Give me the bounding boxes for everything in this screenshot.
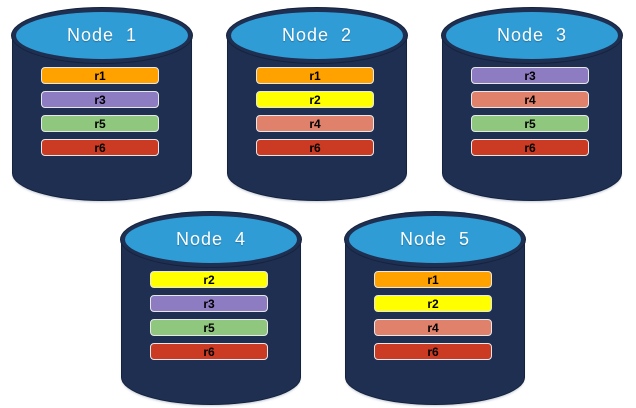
node-2: Node 2 r1 r2 r4 r6 [227, 8, 407, 200]
replica-bar-r6: r6 [374, 343, 492, 360]
cylinder-top: Node 5 [345, 212, 525, 267]
cylinder-top: Node 2 [227, 8, 407, 63]
replica-list: r1 r2 r4 r6 [256, 67, 374, 156]
replica-bar-r5: r5 [471, 115, 589, 132]
cylinder-top: Node 3 [442, 8, 622, 63]
node-1: Node 1 r1 r3 r5 r6 [12, 8, 192, 200]
replica-bar-r3: r3 [471, 67, 589, 84]
replica-list: r3 r4 r5 r6 [471, 67, 589, 156]
replica-list: r1 r2 r4 r6 [374, 271, 492, 360]
node-4: Node 4 r2 r3 r5 r6 [121, 212, 301, 404]
node-label: Node 4 [175, 229, 247, 249]
node-label: Node 5 [399, 229, 471, 249]
replica-bar-r5: r5 [41, 115, 159, 132]
node-3: Node 3 r3 r4 r5 r6 [442, 8, 622, 200]
replica-bar-r6: r6 [150, 343, 268, 360]
replica-bar-r2: r2 [374, 295, 492, 312]
replica-bar-r1: r1 [374, 271, 492, 288]
replica-bar-r1: r1 [41, 67, 159, 84]
replica-list: r1 r3 r5 r6 [41, 67, 159, 156]
node-label: Node 2 [281, 25, 353, 45]
replica-bar-r4: r4 [471, 91, 589, 108]
replica-list: r2 r3 r5 r6 [150, 271, 268, 360]
replica-bar-r1: r1 [256, 67, 374, 84]
replica-bar-r2: r2 [256, 91, 374, 108]
replica-bar-r2: r2 [150, 271, 268, 288]
replica-bar-r3: r3 [41, 91, 159, 108]
replica-bar-r6: r6 [41, 139, 159, 156]
replica-bar-r4: r4 [256, 115, 374, 132]
replica-bar-r3: r3 [150, 295, 268, 312]
replica-bar-r6: r6 [471, 139, 589, 156]
node-label: Node 3 [496, 25, 568, 45]
node-5: Node 5 r1 r2 r4 r6 [345, 212, 525, 404]
replica-bar-r4: r4 [374, 319, 492, 336]
cylinder-top: Node 1 [12, 8, 192, 63]
replica-bar-r5: r5 [150, 319, 268, 336]
replica-bar-r6: r6 [256, 139, 374, 156]
node-label: Node 1 [66, 25, 138, 45]
cylinder-top: Node 4 [121, 212, 301, 267]
